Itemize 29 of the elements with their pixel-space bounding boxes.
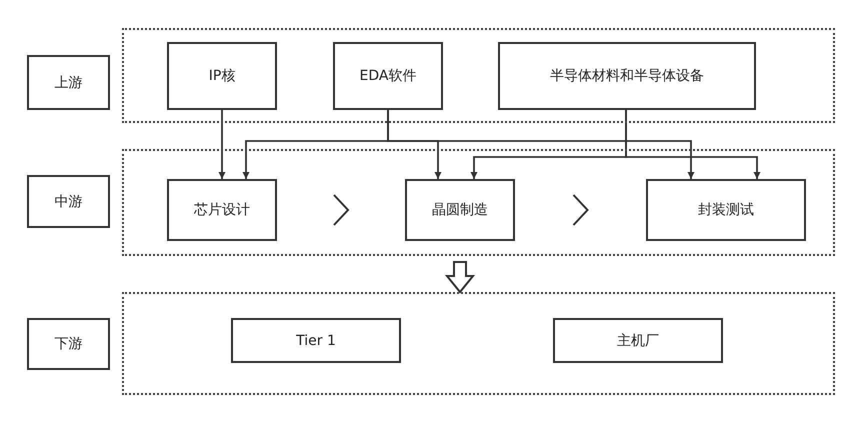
box-label: EDA软件 bbox=[360, 67, 416, 85]
box-label: 半导体材料和半导体设备 bbox=[550, 67, 704, 85]
box-label: 下游 bbox=[54, 335, 82, 353]
box-label: 上游 bbox=[54, 74, 82, 92]
box-label: 晶圆制造 bbox=[432, 201, 488, 219]
dotted-group-band bbox=[122, 149, 835, 256]
arrow bbox=[625, 110, 760, 179]
box-label: IP核 bbox=[208, 67, 236, 85]
stage-label-box bbox=[27, 55, 110, 110]
stage-label-box bbox=[27, 175, 110, 228]
hollow-down-arrow bbox=[444, 261, 476, 294]
process-box bbox=[646, 179, 806, 241]
box-label: 芯片设计 bbox=[194, 201, 250, 219]
box-label: 中游 bbox=[54, 192, 82, 210]
process-box bbox=[167, 179, 277, 241]
process-box bbox=[167, 42, 277, 110]
process-box bbox=[553, 318, 723, 363]
process-box bbox=[231, 318, 401, 363]
process-box bbox=[498, 42, 756, 110]
box-label: 封装测试 bbox=[698, 201, 754, 219]
dotted-group-band bbox=[122, 28, 835, 123]
stage-label-box bbox=[27, 318, 110, 370]
arrow bbox=[387, 110, 694, 179]
process-box bbox=[405, 179, 515, 241]
arrow bbox=[218, 110, 226, 179]
box-label: Tier 1 bbox=[296, 332, 336, 348]
dotted-group-band bbox=[122, 292, 835, 395]
process-box bbox=[333, 42, 443, 110]
box-label: 主机厂 bbox=[617, 332, 659, 350]
